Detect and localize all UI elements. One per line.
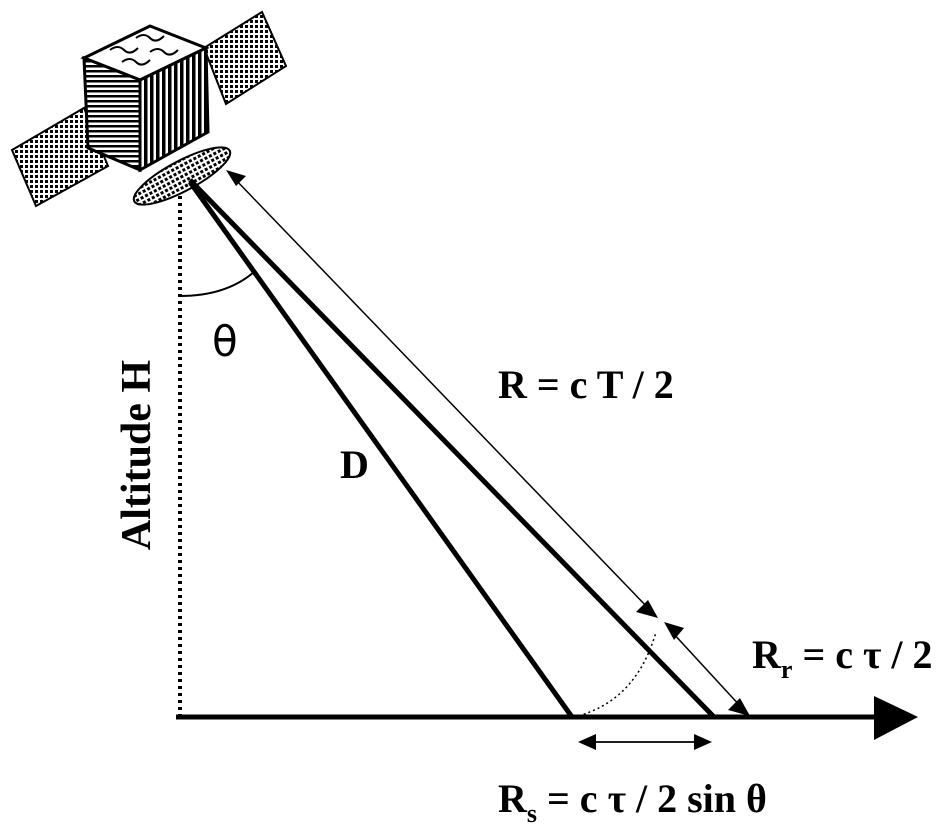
theta-label: θ xyxy=(212,317,238,366)
range-formula-label: R = c T / 2 xyxy=(498,362,674,407)
slant-range-arrow xyxy=(226,170,658,618)
range-resolution-label: Rr = c τ / 2 xyxy=(752,632,933,684)
beam-far-edge xyxy=(188,178,716,719)
ground-range-label: Rs = c τ / 2 sin θ xyxy=(498,776,767,828)
altitude-label: Altitude H xyxy=(114,360,160,550)
range-resolution-arrow xyxy=(664,622,750,716)
ground-arrowhead xyxy=(874,696,918,740)
satellite-icon xyxy=(10,10,288,208)
ground-range-arrow xyxy=(578,734,712,750)
theta-angle-arc xyxy=(179,271,255,297)
d-label: D xyxy=(340,442,369,487)
beam-near-edge xyxy=(187,180,575,719)
